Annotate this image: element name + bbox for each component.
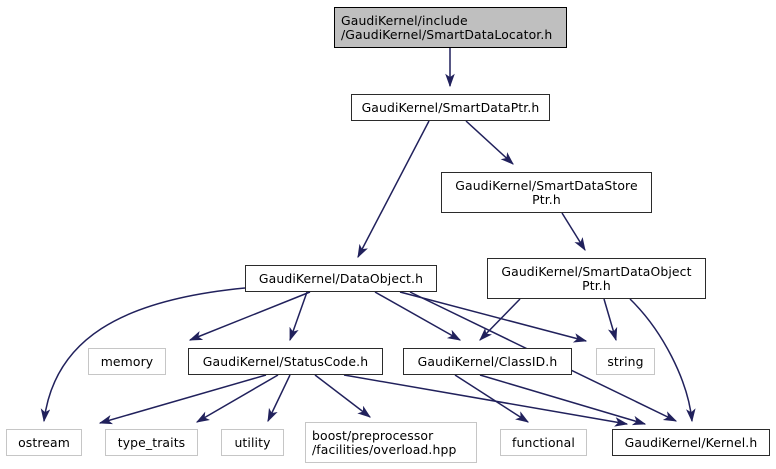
graph-node-utility[interactable]: utility <box>221 429 284 456</box>
graph-node-string[interactable]: string <box>596 348 655 375</box>
graph-edge-classid-to-functional <box>454 374 530 423</box>
graph-edge-classid-to-kernel <box>479 374 647 426</box>
graph-edge-statuscode-to-utility <box>267 374 291 423</box>
graph-node-ostream[interactable]: ostream <box>6 429 82 456</box>
graph-node-kernel[interactable]: GaudiKernel/Kernel.h <box>612 429 770 456</box>
graph-edge-smartdatastoreptr-to-smartdataobjectptr <box>561 212 586 252</box>
graph-node-label: GaudiKernel/SmartDataPtr.h <box>361 99 540 115</box>
graph-node-type_traits[interactable]: type_traits <box>105 429 198 456</box>
graph-node-label: GaudiKernel/StatusCode.h <box>202 353 369 369</box>
graph-node-smartdatastoreptr[interactable]: GaudiKernel/SmartDataStore Ptr.h <box>441 172 652 213</box>
graph-edge-dataobject-to-ostream <box>40 287 246 423</box>
graph-node-label: boost/preprocessor /facilities/overload.… <box>312 427 457 457</box>
graph-node-label: GaudiKernel/Kernel.h <box>624 434 758 450</box>
graph-edge-dataobject-to-classid <box>374 291 462 341</box>
graph-edge-statuscode-to-boost_overload <box>314 374 371 418</box>
graph-node-smartdatalocator[interactable]: GaudiKernel/include /GaudiKernel/SmartDa… <box>334 7 567 48</box>
graph-node-boost_overload[interactable]: boost/preprocessor /facilities/overload.… <box>305 422 477 463</box>
graph-node-label: type_traits <box>117 434 186 450</box>
graph-node-label: GaudiKernel/include /GaudiKernel/SmartDa… <box>341 12 553 42</box>
graph-edge-statuscode-to-kernel <box>343 374 629 427</box>
graph-node-label: GaudiKernel/DataObject.h <box>258 270 424 286</box>
graph-node-label: GaudiKernel/SmartDataObject Ptr.h <box>501 263 692 293</box>
graph-node-label: string <box>607 353 644 369</box>
graph-node-label: memory <box>100 353 154 369</box>
graph-edge-smartdataptr-to-smartdatastoreptr <box>465 120 514 165</box>
graph-node-label: GaudiKernel/SmartDataStore Ptr.h <box>455 177 638 207</box>
graph-node-statuscode[interactable]: GaudiKernel/StatusCode.h <box>188 348 383 375</box>
graph-edge-dataobject-to-memory <box>188 291 311 341</box>
graph-edge-smartdataobjectptr-to-classid <box>479 298 521 341</box>
graph-node-dataobject[interactable]: GaudiKernel/DataObject.h <box>245 265 437 292</box>
graph-node-label: ostream <box>18 434 70 450</box>
graph-edge-smartdataobjectptr-to-kernel <box>629 298 696 423</box>
graph-node-functional[interactable]: functional <box>500 429 587 456</box>
graph-node-label: functional <box>512 434 575 450</box>
graph-node-memory[interactable]: memory <box>88 348 166 375</box>
graph-edge-smartdataptr-to-dataobject <box>357 120 430 259</box>
graph-node-smartdataptr[interactable]: GaudiKernel/SmartDataPtr.h <box>351 94 550 121</box>
graph-edge-dataobject-to-string <box>399 291 588 343</box>
graph-edge-statuscode-to-ostream <box>98 374 267 425</box>
graph-edge-statuscode-to-type_traits <box>195 374 279 423</box>
graph-node-classid[interactable]: GaudiKernel/ClassID.h <box>403 348 572 375</box>
graph-edge-smartdataobjectptr-to-string <box>603 298 618 342</box>
graph-node-smartdataobjectptr[interactable]: GaudiKernel/SmartDataObject Ptr.h <box>487 258 706 299</box>
graph-edge-dataobject-to-statuscode <box>289 291 308 342</box>
graph-node-label: GaudiKernel/ClassID.h <box>417 353 558 369</box>
graph-node-label: utility <box>234 434 271 450</box>
